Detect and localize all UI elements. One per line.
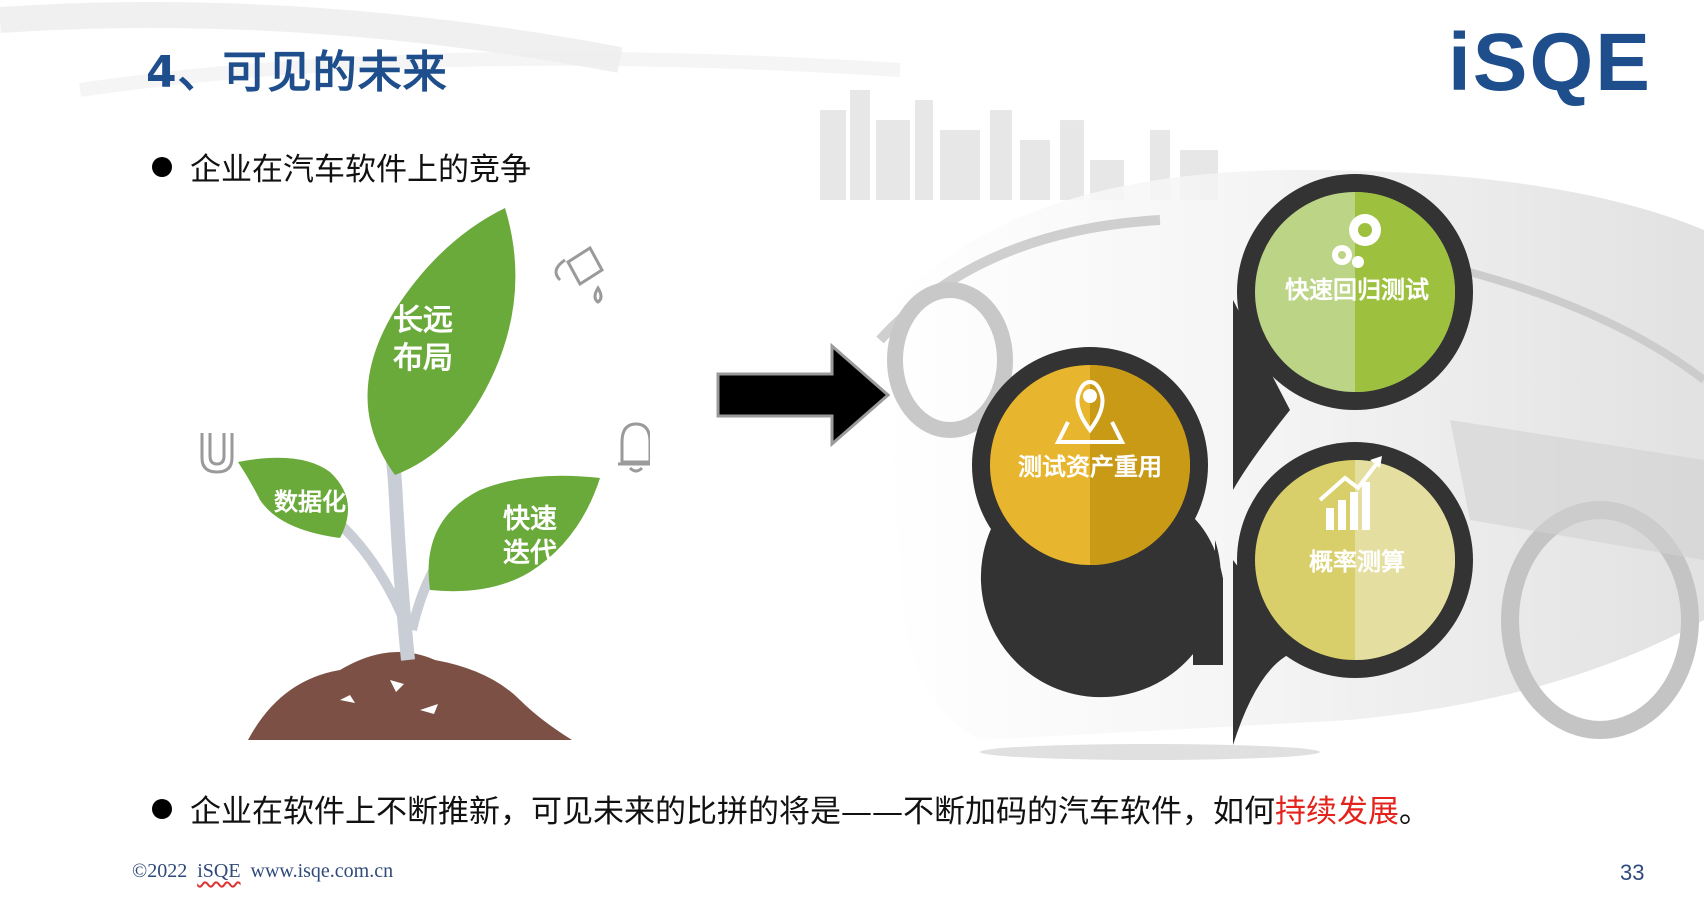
growth-chart-icon — [1318, 456, 1382, 530]
bubble-left-label: 测试资产重用 — [1018, 453, 1162, 481]
isqe-logo: iSQE — [1448, 17, 1652, 108]
gears-icon — [1332, 214, 1381, 268]
bubble-top-label: 快速回归测试 — [1285, 276, 1429, 304]
right-arrow-icon — [716, 342, 891, 448]
bubble-bottom-label: 概率测算 — [1309, 548, 1405, 576]
footer-brand: iSQE — [197, 860, 241, 882]
leaf-right-label-1: 快速 — [503, 504, 557, 535]
paint-bucket-icon — [554, 245, 604, 304]
magnet-icon — [200, 433, 234, 474]
bullet-text: 企业在软件上不断推新，可见未来的比拼的将是——不断加码的汽车软件，如何 — [190, 794, 1275, 830]
plant-illustration: 长远 布局 数据化 快速 迭代 — [200, 208, 650, 740]
footer-url[interactable]: www.isqe.com.cn — [250, 860, 394, 882]
bullet-dot-icon — [152, 799, 172, 819]
footer-copyright: ©2022 — [132, 860, 188, 882]
bullet-dot-icon — [152, 157, 172, 177]
page-title: 4、可见的未来 — [146, 47, 448, 98]
bubble-diagram: 测试资产重用 快速回归测试 概率测算 — [972, 174, 1473, 745]
bullet-competition: 企业在汽车软件上的竞争 — [152, 144, 531, 189]
highlight-text: 持续发展 — [1275, 794, 1399, 830]
page-number: 33 — [1620, 860, 1645, 885]
footer: ©2022 iSQE www.isqe.com.cn — [132, 860, 393, 883]
bell-icon — [618, 422, 650, 473]
leaf-top-label-2: 布局 — [393, 341, 453, 376]
leaf-right-label-2: 迭代 — [503, 538, 557, 569]
bullet-end: 。 — [1399, 794, 1430, 830]
bullet-text: 企业在汽车软件上的竞争 — [190, 152, 531, 188]
leaf-top-label-1: 长远 — [393, 303, 453, 338]
map-pin-icon — [1054, 379, 1126, 444]
bullet-future: 企业在软件上不断推新，可见未来的比拼的将是——不断加码的汽车软件，如何持续发展。 — [152, 786, 1430, 831]
leaf-left-label: 数据化 — [274, 488, 346, 516]
